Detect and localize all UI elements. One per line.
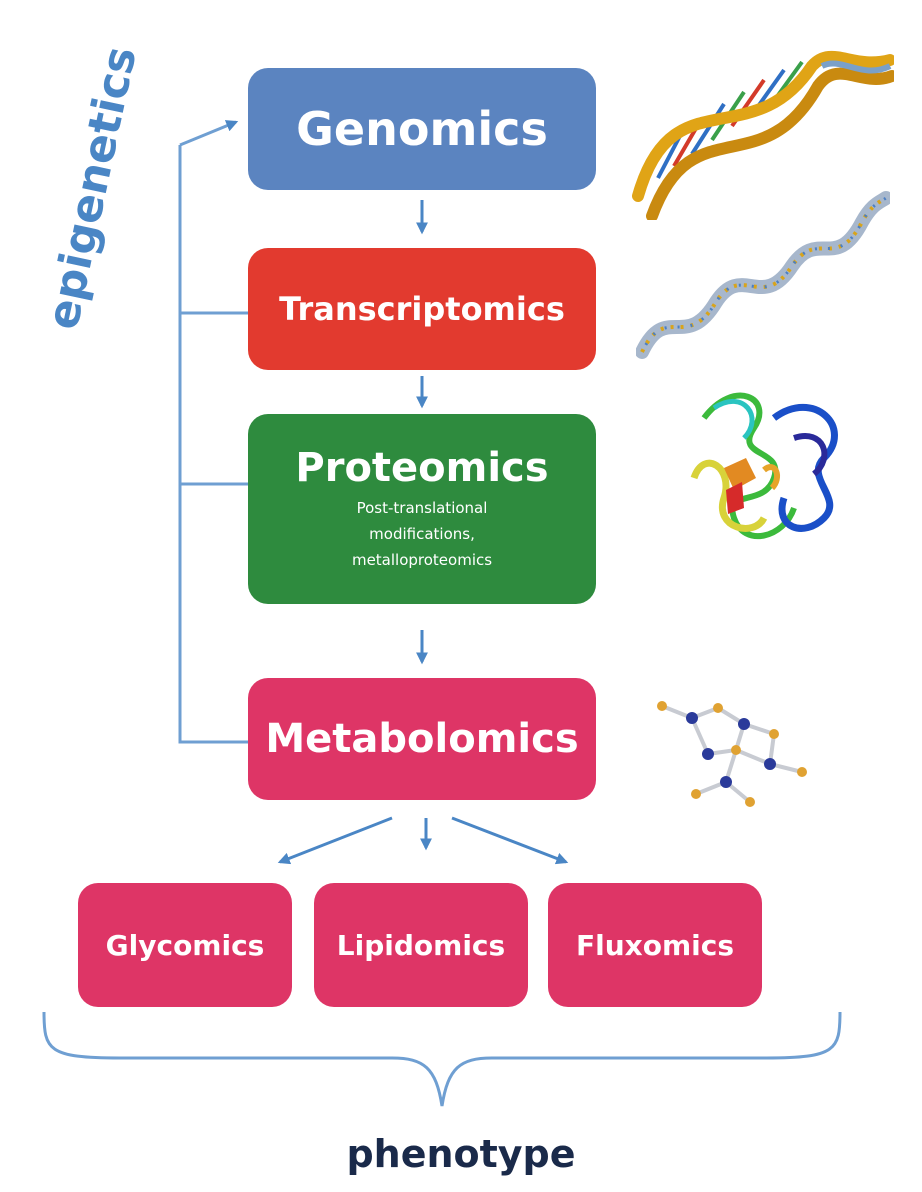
proteomics-subtitle-line: modifications, bbox=[369, 525, 475, 543]
dna-double-helix-icon bbox=[632, 51, 894, 220]
genomics-box: Genomics bbox=[248, 68, 596, 190]
arrow-metabolomics-to-glycomics bbox=[277, 816, 393, 865]
lipidomics-box: Lipidomics bbox=[314, 883, 528, 1007]
phenotype-label: phenotype bbox=[346, 1132, 576, 1176]
genomics-title: Genomics bbox=[296, 102, 548, 156]
proteomics-subtitle-line: Post-translational bbox=[356, 499, 488, 517]
proteomics-subtitle: Post-translational modifications, metall… bbox=[352, 495, 492, 573]
rna-strand-icon bbox=[636, 191, 890, 359]
proteomics-title: Proteomics bbox=[295, 445, 549, 491]
arrow-metabolomics-to-fluxomics bbox=[451, 816, 569, 865]
molecule-icon bbox=[657, 701, 807, 807]
phenotype-brace bbox=[42, 1011, 842, 1107]
metabolomics-box: Metabolomics bbox=[248, 678, 596, 800]
lipidomics-title: Lipidomics bbox=[336, 928, 506, 962]
glycomics-box: Glycomics bbox=[78, 883, 292, 1007]
protein-structure-icon bbox=[690, 392, 838, 539]
epigenetics-arrow-to-genomics bbox=[179, 120, 239, 147]
proteomics-box: Proteomics Post-translational modificati… bbox=[248, 414, 596, 604]
fluxomics-title: Fluxomics bbox=[576, 928, 734, 962]
glycomics-title: Glycomics bbox=[105, 928, 265, 962]
proteomics-subtitle-line: metalloproteomics bbox=[351, 551, 493, 569]
metabolomics-title: Metabolomics bbox=[265, 716, 579, 762]
fluxomics-box: Fluxomics bbox=[548, 883, 762, 1007]
transcriptomics-title: Transcriptomics bbox=[279, 290, 565, 328]
epigenetics-feedback-line bbox=[178, 145, 248, 744]
transcriptomics-box: Transcriptomics bbox=[248, 248, 596, 370]
